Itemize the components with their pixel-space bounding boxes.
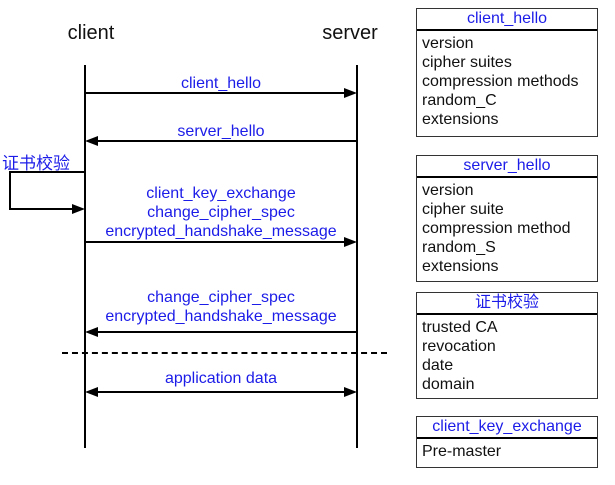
info-box-items: version cipher suites compression method…: [417, 31, 597, 129]
session-divider-dashed-line: [62, 352, 387, 354]
info-box-title: server_hello: [417, 156, 597, 178]
list-item: version: [422, 35, 474, 52]
info-box-title: 证书校验: [417, 293, 597, 315]
actor-label-client: client: [67, 22, 115, 44]
message-label-application-data: application data: [164, 370, 278, 387]
message-label-client-key-exchange: client_key_exchange change_cipher_spec e…: [105, 185, 337, 240]
list-item: compression method: [422, 220, 571, 237]
arrowhead-right-icon: [344, 88, 357, 98]
client-lifeline: [84, 65, 86, 448]
list-item: date: [422, 357, 454, 374]
list-item: compression methods: [422, 73, 579, 90]
arrowhead-left-icon: [85, 327, 98, 337]
cert-loop-left-line: [9, 171, 11, 210]
list-item: domain: [422, 376, 475, 393]
info-box-items: trusted CA revocation date domain: [417, 315, 597, 394]
info-box-title: client_key_exchange: [417, 417, 597, 439]
info-box-client-key-exchange: client_key_exchange Pre-master: [416, 416, 598, 468]
cert-check-label: 证书校验: [2, 154, 70, 173]
info-box-items: version cipher suite compression method …: [417, 178, 597, 276]
list-item: Pre-master: [422, 443, 502, 460]
message-label-change-cipher-spec: change_cipher_spec encrypted_handshake_m…: [105, 289, 337, 325]
list-item: cipher suites: [422, 54, 512, 71]
info-box-cert-check: 证书校验 trusted CA revocation date domain: [416, 292, 598, 399]
message-label-client-hello: client_hello: [180, 75, 262, 92]
list-item: extensions: [422, 111, 499, 128]
list-item: extensions: [422, 258, 499, 275]
info-box-items: Pre-master: [417, 439, 597, 461]
arrow-client-key-exchange: [85, 241, 344, 243]
list-item: revocation: [422, 338, 496, 355]
list-item: random_S: [422, 239, 496, 256]
server-lifeline: [356, 65, 358, 448]
cert-loop-top-line: [9, 171, 86, 173]
message-label-server-hello: server_hello: [177, 123, 265, 140]
cert-loop-bottom-line: [11, 208, 72, 210]
arrow-server-hello: [98, 140, 356, 142]
list-item: random_C: [422, 92, 497, 109]
info-box-server-hello: server_hello version cipher suite compre…: [416, 155, 598, 282]
arrow-change-cipher-spec: [98, 331, 356, 333]
actor-label-server: server: [322, 22, 378, 44]
arrow-application-data: [98, 391, 344, 393]
arrowhead-right-icon: [344, 237, 357, 247]
arrowhead-right-icon: [344, 387, 357, 397]
info-box-title: client_hello: [417, 9, 597, 31]
arrow-client-hello: [85, 92, 344, 94]
arrowhead-left-icon: [85, 136, 98, 146]
info-box-client-hello: client_hello version cipher suites compr…: [416, 8, 598, 137]
arrowhead-right-icon: [72, 204, 85, 214]
list-item: trusted CA: [422, 319, 498, 336]
arrowhead-left-icon: [85, 387, 98, 397]
list-item: cipher suite: [422, 201, 504, 218]
list-item: version: [422, 182, 474, 199]
